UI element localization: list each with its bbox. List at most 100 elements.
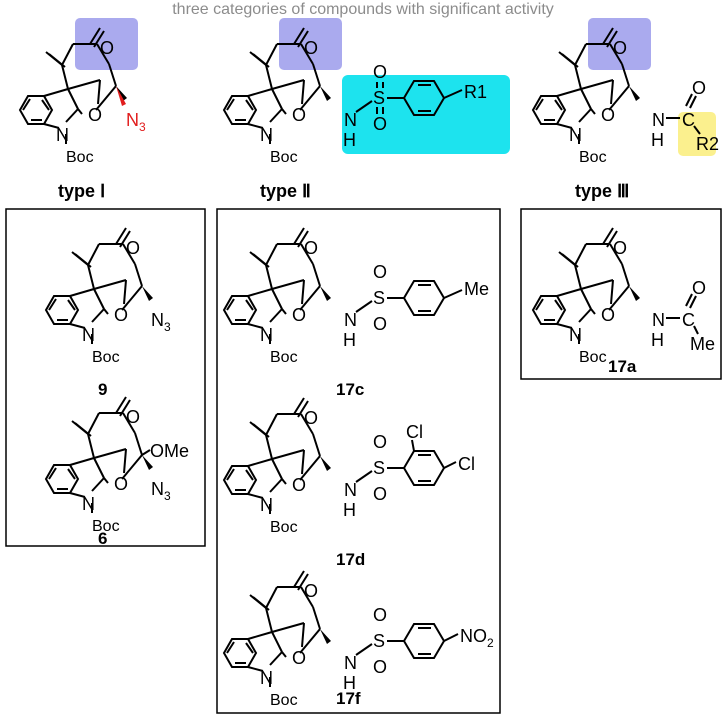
ketone-oxygen: O <box>304 581 318 601</box>
nitrogen-label: N <box>82 325 95 345</box>
sulfonamide-n: N <box>344 653 357 673</box>
amide-highlight <box>678 112 716 156</box>
sulfonyl-oxygen: O <box>373 114 387 134</box>
boc-label: Boc <box>270 349 298 366</box>
compound-id: 17f <box>336 689 361 708</box>
compound-id: 17c <box>336 380 364 399</box>
sulfonyl-oxygen: O <box>373 484 387 504</box>
compound-id: 6 <box>98 529 107 548</box>
ring-highlight <box>279 18 342 70</box>
nitrogen-label: N <box>260 125 273 145</box>
chlorine-label: Cl <box>458 454 475 474</box>
methyl-label: Me <box>690 334 715 354</box>
boc-label: Boc <box>579 349 607 366</box>
nh-hydrogen: H <box>343 130 356 150</box>
nh-hydrogen: H <box>343 330 356 350</box>
nitrogen-label: N <box>56 125 69 145</box>
r1-label: R1 <box>464 82 487 102</box>
ketone-oxygen: O <box>100 38 114 58</box>
sulfur-label: S <box>373 458 385 478</box>
ketone-oxygen: O <box>304 38 318 58</box>
ketone-oxygen: O <box>613 238 627 258</box>
ketone-oxygen: O <box>126 407 140 427</box>
amide-n: N <box>652 310 665 330</box>
bridge-oxygen: O <box>114 474 128 494</box>
methyl-label: Me <box>464 279 489 299</box>
carbonyl-c: C <box>682 110 695 130</box>
boc-label: Boc <box>270 149 298 166</box>
sulfonyl-oxygen: O <box>373 314 387 334</box>
sulfonyl-oxygen: O <box>373 605 387 625</box>
r2-label: R2 <box>696 134 719 154</box>
methoxy-label: OMe <box>150 441 189 461</box>
sulfonyl-oxygen: O <box>373 62 387 82</box>
nh-hydrogen: H <box>343 500 356 520</box>
ketone-oxygen: O <box>304 238 318 258</box>
bridge-oxygen: O <box>292 648 306 668</box>
ring-highlight <box>75 18 138 70</box>
type-3-box <box>520 208 722 380</box>
compound-17d: O N O Boc N H S O O Cl Cl 17d <box>223 397 475 569</box>
sulfonyl-oxygen: O <box>373 432 387 452</box>
bridge-oxygen: O <box>292 475 306 495</box>
boc-label: Boc <box>66 149 94 166</box>
compound-6: O N O Boc OMe N3 6 <box>45 396 189 548</box>
chlorine-label: Cl <box>406 422 423 442</box>
type-3-structure: O N O Boc N H C O R2 type Ⅲ <box>532 18 719 201</box>
nitrogen-label: N <box>260 495 273 515</box>
carbonyl-o: O <box>692 78 706 98</box>
compound-9: O N O Boc N3 9 <box>45 227 171 399</box>
ketone-oxygen: O <box>304 408 318 428</box>
compound-id: 9 <box>98 380 107 399</box>
type-1-label: type Ⅰ <box>58 181 105 201</box>
type-2-structure: O N O Boc N H S O O R1 type Ⅱ <box>223 18 510 201</box>
nh-hydrogen: H <box>343 673 356 693</box>
sulfonyl-oxygen: O <box>373 657 387 677</box>
sulfur-label: S <box>373 88 385 108</box>
nitro-label: NO2 <box>460 626 494 650</box>
type-2-box <box>216 208 501 714</box>
amide-n: N <box>652 110 665 130</box>
type-3-label: type Ⅲ <box>575 181 629 201</box>
boc-label: Boc <box>270 519 298 536</box>
compound-17c: O N O Boc N H S O O Me 17c <box>223 227 489 399</box>
bridge-oxygen: O <box>601 305 615 325</box>
boc-label: Boc <box>270 692 298 709</box>
compound-17a: O N O Boc N H C O Me 17a <box>532 227 715 376</box>
carbonyl-c: C <box>682 310 695 330</box>
sulfonamide-n: N <box>344 310 357 330</box>
sulfur-label: S <box>373 288 385 308</box>
nh-hydrogen: H <box>651 330 664 350</box>
nitrogen-label: N <box>260 325 273 345</box>
ring-highlight <box>588 18 651 70</box>
type-2-label: type Ⅱ <box>260 181 311 201</box>
bridge-oxygen: O <box>292 305 306 325</box>
type-1-box <box>5 208 206 547</box>
nitrogen-label: N <box>82 494 95 514</box>
sulfonamide-n: N <box>344 480 357 500</box>
compound-id: 17a <box>608 357 637 376</box>
compound-id: 17d <box>336 550 365 569</box>
bridge-oxygen: O <box>292 105 306 125</box>
compound-17f: O N O Boc N H S O O NO2 17f <box>223 570 494 709</box>
sulfonamide-n: N <box>344 110 357 130</box>
nitrogen-label: N <box>260 668 273 688</box>
sulfur-label: S <box>373 631 385 651</box>
azide-label: N3 <box>151 479 171 503</box>
boc-label: Boc <box>92 518 120 535</box>
nitrogen-label: N <box>569 325 582 345</box>
nitrogen-label: N <box>569 125 582 145</box>
figure-title: three categories of compounds with signi… <box>172 1 554 18</box>
carbonyl-o: O <box>692 278 706 298</box>
sulfonyl-oxygen: O <box>373 262 387 282</box>
azide-label: N3 <box>151 310 171 334</box>
boc-label: Boc <box>579 149 607 166</box>
nh-hydrogen: H <box>651 130 664 150</box>
bridge-oxygen: O <box>114 305 128 325</box>
ketone-oxygen: O <box>613 38 627 58</box>
boc-label: Boc <box>92 349 120 366</box>
type-1-structure: O N O Boc N3 type Ⅰ <box>19 18 146 201</box>
bridge-oxygen: O <box>601 105 615 125</box>
ketone-oxygen: O <box>126 238 140 258</box>
